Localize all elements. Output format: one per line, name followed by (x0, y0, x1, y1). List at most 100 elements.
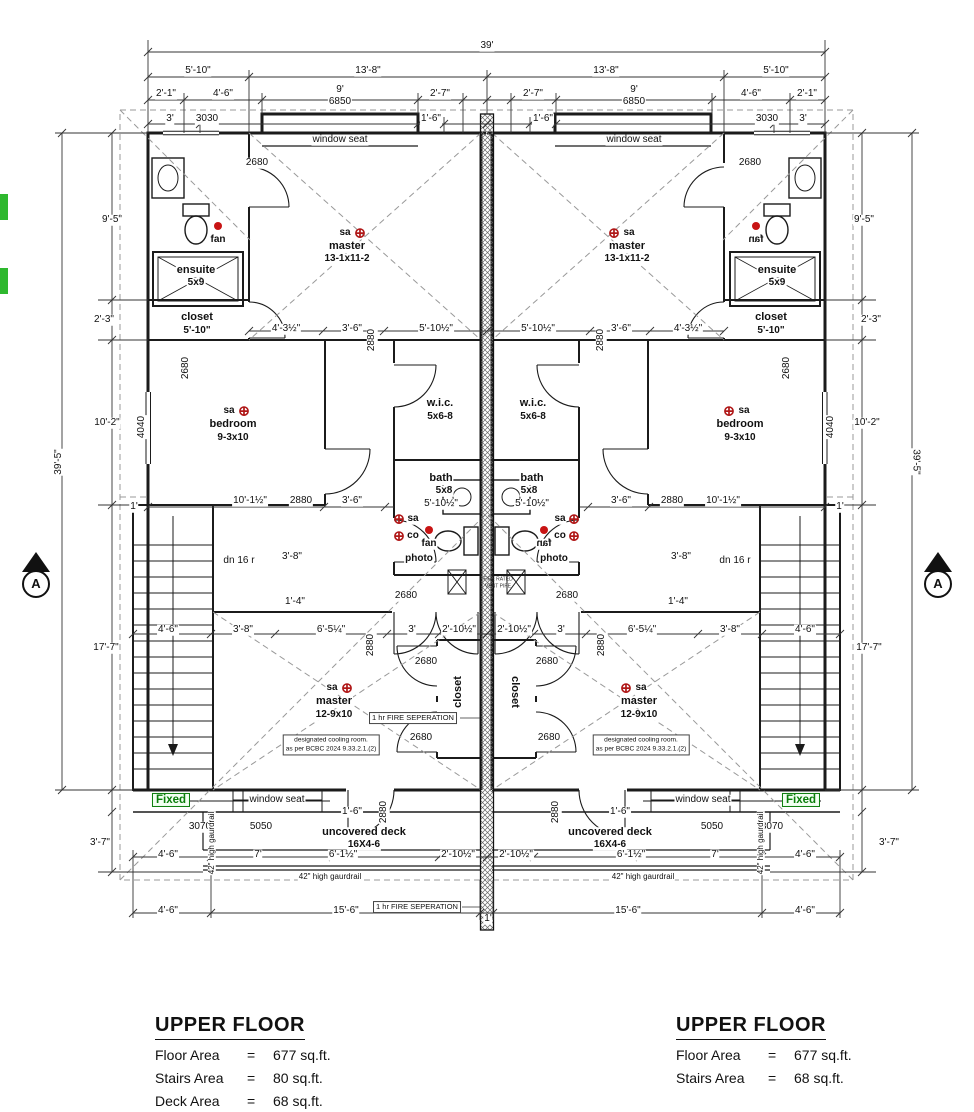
window-size-label: 2880 (365, 327, 378, 353)
summary-rows: Floor Area=677 sq.ft. Stairs Area=68 sq.f… (676, 1047, 852, 1086)
smoke-alarm-icon: ⊕ (568, 510, 580, 527)
room-size-label: 5x6-8 (519, 410, 547, 423)
dimension-label: 5'-10½" (514, 497, 550, 510)
dimension-label: 10'-2" (93, 416, 121, 429)
device-label: sa (222, 404, 236, 417)
smoke-alarm-icon: ⊕ (393, 527, 405, 544)
cooling-room-note: designated cooling room.as per BCBC 2024… (592, 734, 690, 756)
smoke-alarm-icon: ⊕ (620, 679, 632, 696)
smoke-alarm-icon: ⊕ (723, 402, 735, 419)
dimension-label: 1' (835, 500, 845, 513)
room-size-label: 16X4-6 (592, 838, 628, 851)
dimension-label: 2'-10½" (441, 623, 477, 636)
window-size-label: 2880 (594, 327, 607, 353)
dimension-label: 2'-10½" (498, 848, 534, 861)
summary-title: UPPER FLOOR (676, 1014, 826, 1040)
device-label: sa (338, 226, 352, 239)
window-size-label: 2880 (549, 799, 562, 825)
dimension-label: 4'-6" (740, 87, 762, 100)
guardrail-note-label: 42" high gaurdrail (610, 871, 676, 882)
dimension-label: 5'-10½" (418, 322, 454, 335)
dimension-label: 4'-3½" (270, 322, 302, 335)
window-size-label: 6850 (327, 95, 353, 108)
dimension-label: 39'-5" (52, 448, 65, 476)
smoke-alarm-icon: ⊕ (568, 527, 580, 544)
device-label: sa (325, 681, 339, 694)
dimension-label: 7' (253, 848, 263, 861)
room-name-label: w.i.c. (425, 397, 455, 410)
dimension-label: 3'-7" (89, 836, 111, 849)
dimension-label: 10'-2" (853, 416, 881, 429)
room-size-label: 5x6-8 (426, 410, 454, 423)
vent-note-label: VENT PIPE (484, 583, 512, 590)
fixed-window-label: Fixed (781, 792, 821, 808)
room-name-label: closet (452, 675, 465, 709)
edge-mark (0, 194, 8, 220)
room-size-label: 5x9 (767, 276, 787, 289)
device-label: fan (209, 233, 227, 246)
device-label: fan (420, 537, 438, 550)
room-name-label: bedroom (208, 418, 258, 431)
dimension-label: 10'-1½" (232, 494, 268, 507)
edge-mark (0, 268, 8, 294)
dimension-label: 3' (407, 623, 417, 636)
dimension-label: 4'-6" (157, 623, 179, 636)
device-label: co (406, 529, 420, 542)
window-size-label: 2680 (554, 589, 580, 602)
dimension-label: 4'-6" (794, 904, 816, 917)
window-size-label: 2880 (364, 632, 377, 658)
dimension-label: 13'-8" (354, 64, 382, 77)
dimension-label: 4'-6" (157, 848, 179, 861)
room-size-label: 16X4-6 (346, 838, 382, 851)
dimension-label: 4'-3½" (672, 322, 704, 335)
guardrail-note-label: 42" high gaurdrail (206, 810, 217, 876)
fan-icon (425, 526, 433, 534)
room-name-label: bath (519, 472, 545, 485)
room-size-label: 12-9x10 (619, 708, 659, 721)
summary-row: Floor Area=677 sq.ft. (676, 1047, 852, 1063)
room-size-label: 13-1x11-2 (323, 252, 371, 265)
smoke-alarm-icon: ⊕ (393, 510, 405, 527)
summary-right: UPPER FLOOR Floor Area=677 sq.ft. Stairs … (676, 1014, 852, 1086)
dimension-label: 5'-10½" (520, 322, 556, 335)
dimension-label: 1'-6" (532, 112, 554, 125)
dimension-label: 9'-5" (101, 213, 123, 226)
room-size-label: 9-3x10 (723, 431, 757, 444)
window-size-label: 2680 (244, 156, 270, 169)
dimension-label: 5'-10½" (423, 497, 459, 510)
fan-icon (214, 222, 222, 230)
window-size-label: 3070 (187, 820, 213, 833)
dimension-label: 17'-7" (855, 641, 883, 654)
room-size-label: 9-3x10 (216, 431, 250, 444)
summary-row: Floor Area=677 sq.ft. (155, 1047, 331, 1063)
dimension-label: 3'-7" (878, 836, 900, 849)
device-label: sa (737, 404, 751, 417)
dimension-label: 3' (798, 112, 808, 125)
dimension-label: 1' (483, 912, 493, 925)
dimension-label: 3'-8" (670, 550, 692, 563)
dimension-label: 6'-1½" (327, 848, 359, 861)
dimension-label: 9'-5" (853, 213, 875, 226)
dimension-label: 6'-5¼" (315, 623, 347, 636)
room-name-label: bath (428, 472, 454, 485)
window-size-label: 4040 (824, 414, 837, 440)
dimension-label: 15'-6" (332, 904, 360, 917)
summary-row: Stairs Area=68 sq.ft. (676, 1070, 844, 1086)
room-size-label: 12-9x10 (314, 708, 354, 721)
dimension-label: 1' (129, 500, 139, 513)
summary-rows: Floor Area=677 sq.ft.Stairs Area=80 sq.f… (155, 1047, 331, 1109)
fire-separation-label: 1 hr FIRE SEPERATION (369, 712, 457, 724)
dimension-label: 5'-10" (762, 64, 790, 77)
room-size-label: 5x9 (186, 276, 206, 289)
device-label: sa (622, 226, 636, 239)
dimension-label: 2'-10½" (440, 848, 476, 861)
dimension-label: 1'-4" (284, 595, 306, 608)
guardrail-note-label: 42" high gaurdrail (755, 810, 766, 876)
dimension-label: 9' (629, 83, 639, 96)
dimension-label: 3' (556, 623, 566, 636)
room-name-label: uncovered deck (321, 826, 407, 839)
room-size-label: 5x8 (519, 484, 539, 497)
room-name-label: ensuite (756, 264, 798, 277)
room-name-label: closet (754, 311, 788, 324)
dimension-label: 2'-3" (93, 313, 115, 326)
